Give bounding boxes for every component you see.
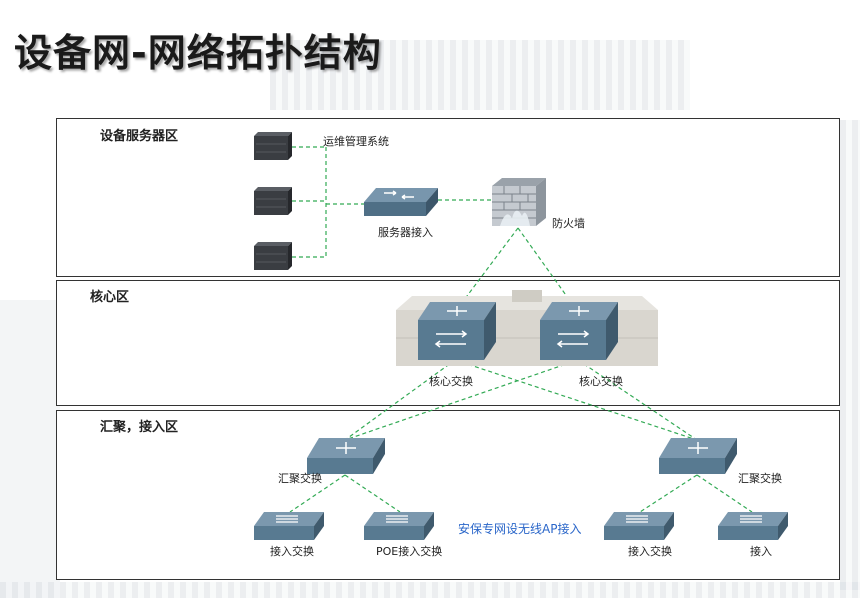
server-access-switch-icon (364, 188, 438, 216)
poe-switch-label: POE接入交换 (376, 545, 443, 558)
firewall-label: 防火墙 (552, 217, 585, 230)
access-switch-icon (254, 512, 324, 540)
background-building-left (0, 300, 60, 598)
server-icon (254, 132, 292, 160)
link-agg-left-poe (344, 474, 401, 513)
core-switch-icon (418, 302, 496, 360)
link-core2-agg-left (344, 359, 579, 441)
core-switch-2-label: 核心交换 (579, 375, 623, 388)
server-zone-label: 设备服务器区 (100, 129, 179, 144)
link-core1-agg-left (344, 359, 456, 441)
server-zone (56, 118, 840, 277)
core-switch-icon (540, 302, 618, 360)
aggregation-switch-icon (307, 438, 385, 474)
agg-switch-right-label: 汇聚交换 (738, 472, 782, 485)
background-building-bottom (0, 582, 860, 598)
server-icon (254, 242, 292, 270)
access-switch-3-label: 接入交换 (628, 545, 672, 558)
aggregation-zone-label: 汇聚，接入区 (100, 420, 179, 435)
server-access-label: 服务器接入 (378, 226, 433, 239)
link-core2-agg-right (577, 359, 698, 441)
access-switch-icon (604, 512, 674, 540)
link-agg-right-access3 (639, 474, 698, 513)
access-switch-1-label: 接入交换 (270, 545, 314, 558)
background-building-top (270, 40, 690, 110)
firewall-icon (492, 178, 546, 226)
page-title: 设备网-网络拓扑结构 (14, 31, 382, 75)
access-switch-icon (718, 512, 788, 540)
agg-switch-left-label: 汇聚交换 (278, 472, 322, 485)
ops-system-label: 运维管理系统 (323, 135, 389, 148)
server-icon (254, 187, 292, 215)
background-building-right (840, 120, 860, 590)
core-switch-1-label: 核心交换 (429, 375, 473, 388)
link-core1-agg-right (454, 359, 698, 441)
poe-switch-icon (364, 512, 434, 540)
access-switch-4-label: 接入 (750, 545, 772, 558)
aggregation-switch-icon (659, 438, 737, 474)
wireless-ap-note: 安保专网设无线AP接入 (458, 522, 582, 536)
core-zone-label: 核心区 (90, 290, 130, 305)
